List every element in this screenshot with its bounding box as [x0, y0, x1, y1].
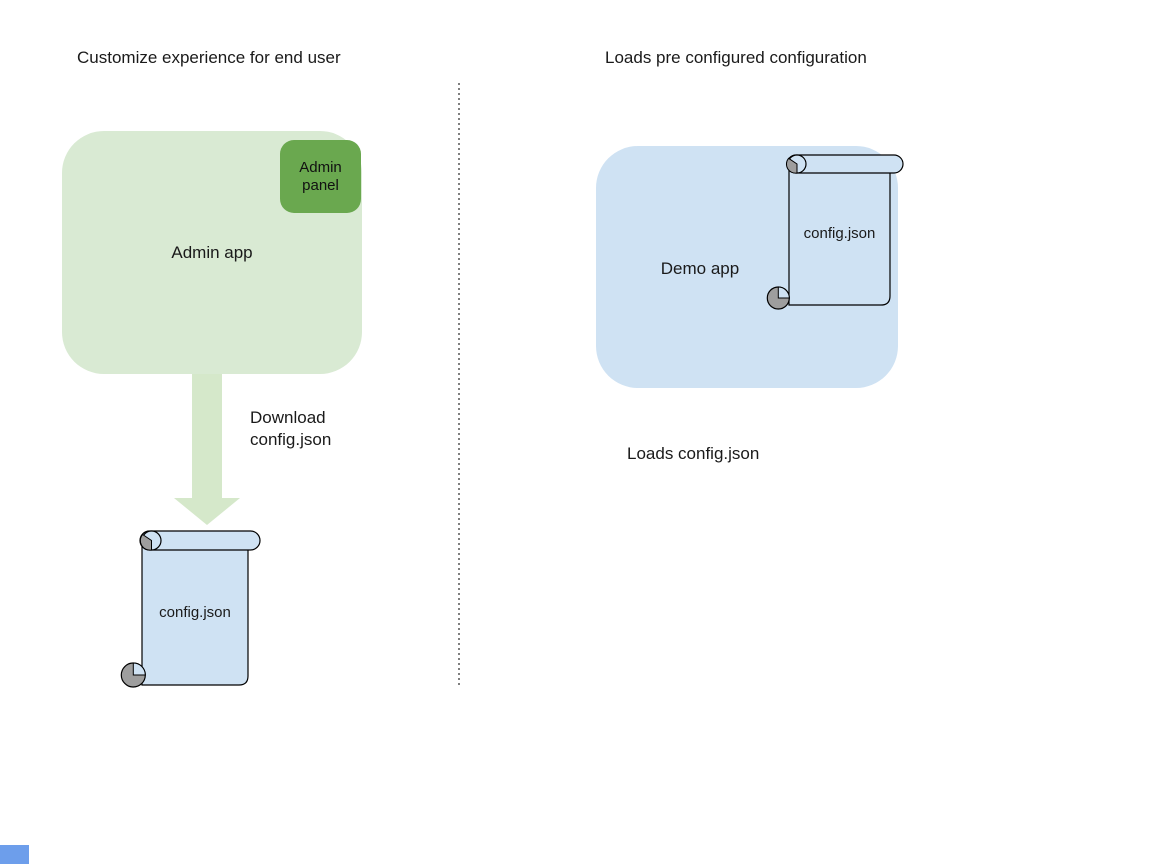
download-caption: Download config.json — [250, 408, 332, 449]
section-divider — [458, 83, 460, 688]
corner-blue-square — [0, 845, 29, 864]
right-config-label: config.json — [803, 225, 876, 242]
admin-app-label: Admin app — [171, 242, 253, 262]
scroll-icon — [766, 154, 904, 310]
left-config-label: config.json — [159, 604, 231, 621]
down-arrow-icon — [174, 374, 240, 525]
right-section-title: Loads pre configured configuration — [605, 48, 867, 67]
scroll-icon — [120, 530, 261, 688]
loads-caption: Loads config.json — [627, 444, 760, 463]
demo-app-label: Demo app — [660, 259, 740, 278]
left-section-title: Customize experience for end user — [77, 48, 341, 67]
admin-panel-box: Admin panel — [280, 140, 361, 213]
admin-panel-label: Admin panel — [299, 158, 342, 194]
admin-app-box: Admin app Admin panel — [62, 131, 362, 374]
